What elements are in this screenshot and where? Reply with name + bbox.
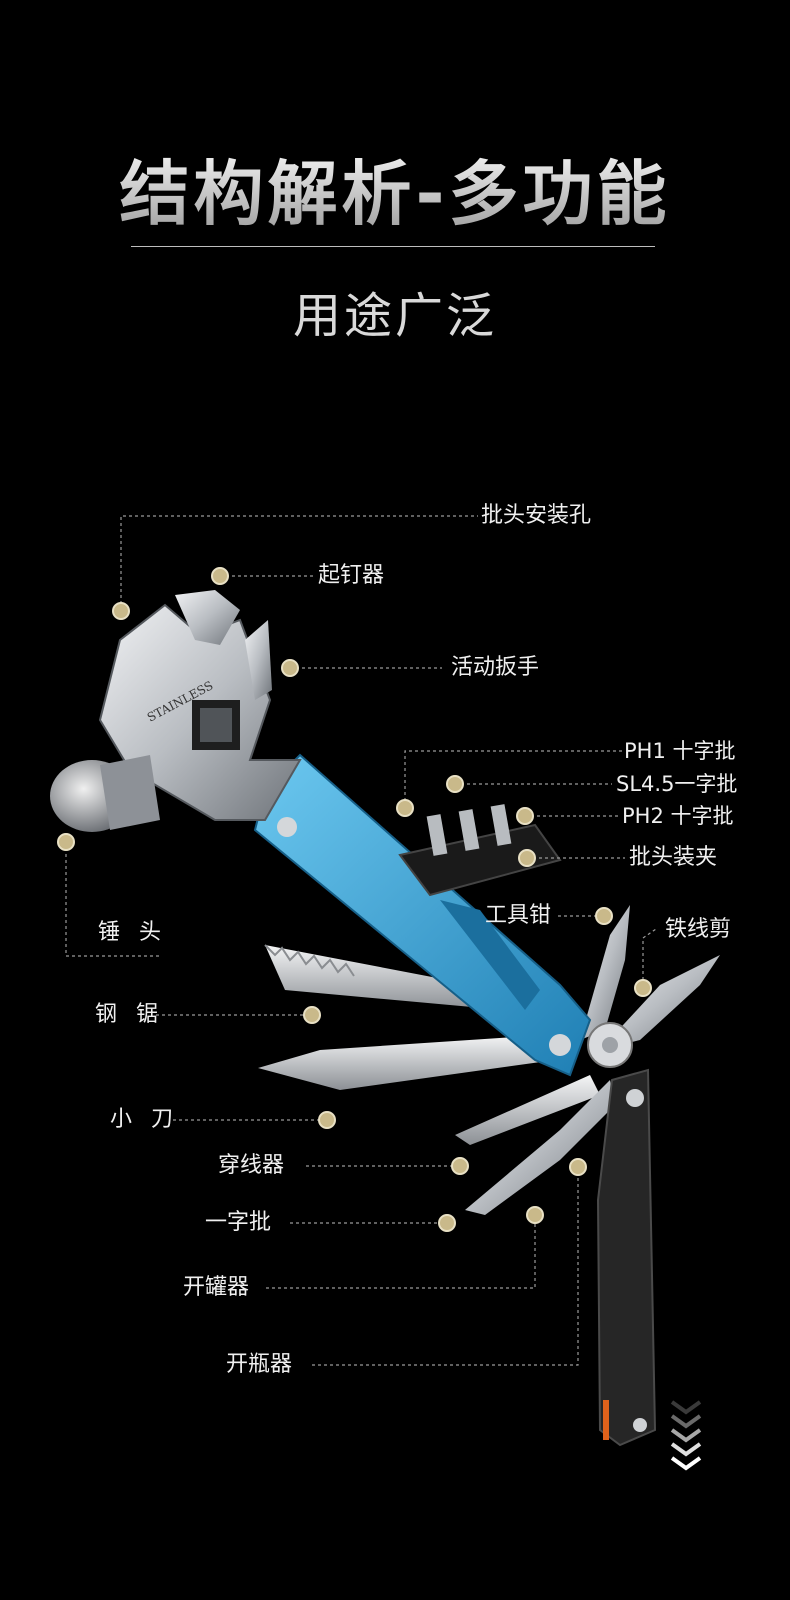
callout-dot: [569, 1158, 587, 1176]
callout-dot: [318, 1111, 336, 1129]
label-wrench: 活动扳手: [451, 655, 540, 680]
callout-dot: [303, 1006, 321, 1024]
label-can-opener: 开罐器: [183, 1275, 250, 1300]
callout-dot: [634, 979, 652, 997]
threader-blade: [455, 1075, 600, 1145]
black-handle: [596, 1068, 657, 1447]
pliers-jaws: [580, 905, 720, 1068]
callout-dot: [446, 775, 464, 793]
title-divider: [131, 246, 655, 247]
label-sl45: SL4.5一字批: [616, 772, 738, 796]
label-threader: 穿线器: [218, 1153, 285, 1178]
label-bit-holder: 批头装夹: [629, 845, 718, 870]
callout-dot: [112, 602, 130, 620]
callout-dot: [396, 799, 414, 817]
label-ph1: PH1 十字批: [624, 739, 736, 763]
label-bit-hole: 批头安装孔: [481, 503, 592, 528]
page-subtitle: 用途广泛: [292, 288, 497, 344]
label-bottle-opener: 开瓶器: [226, 1352, 293, 1377]
label-saw: 钢 锯: [95, 1002, 164, 1027]
callout-dot: [518, 849, 536, 867]
label-flat-driver: 一字批: [205, 1210, 272, 1235]
saw-blade: [264, 944, 505, 1010]
label-nail-puller: 起钉器: [318, 563, 385, 588]
callout-dot: [281, 659, 299, 677]
callout-dot: [595, 907, 613, 925]
callout-dot: [526, 1206, 544, 1224]
callout-dot: [438, 1214, 456, 1232]
label-pliers: 工具钳: [485, 903, 552, 928]
leader-lines: [65, 515, 657, 1366]
label-ph2: PH2 十字批: [622, 804, 734, 828]
callout-dot: [516, 807, 534, 825]
blue-handle: [253, 753, 592, 1077]
label-knife: 小 刀: [110, 1107, 179, 1132]
callout-dot: [57, 833, 75, 851]
callout-dot: [211, 567, 229, 585]
label-wire-cutter: 铁线剪: [665, 917, 732, 942]
scroll-down-chevrons-icon: [670, 1400, 702, 1471]
knife-blade: [258, 1035, 555, 1090]
page-title: 结构解析-多功能: [0, 138, 790, 239]
callout-dot: [451, 1157, 469, 1175]
bit-holder: [398, 804, 562, 897]
callout-dots: [57, 567, 652, 1232]
hammer-wrench-head: STAINLESS: [50, 590, 302, 832]
label-hammer: 锤 头: [98, 920, 167, 945]
opener-blades: [465, 1080, 615, 1215]
